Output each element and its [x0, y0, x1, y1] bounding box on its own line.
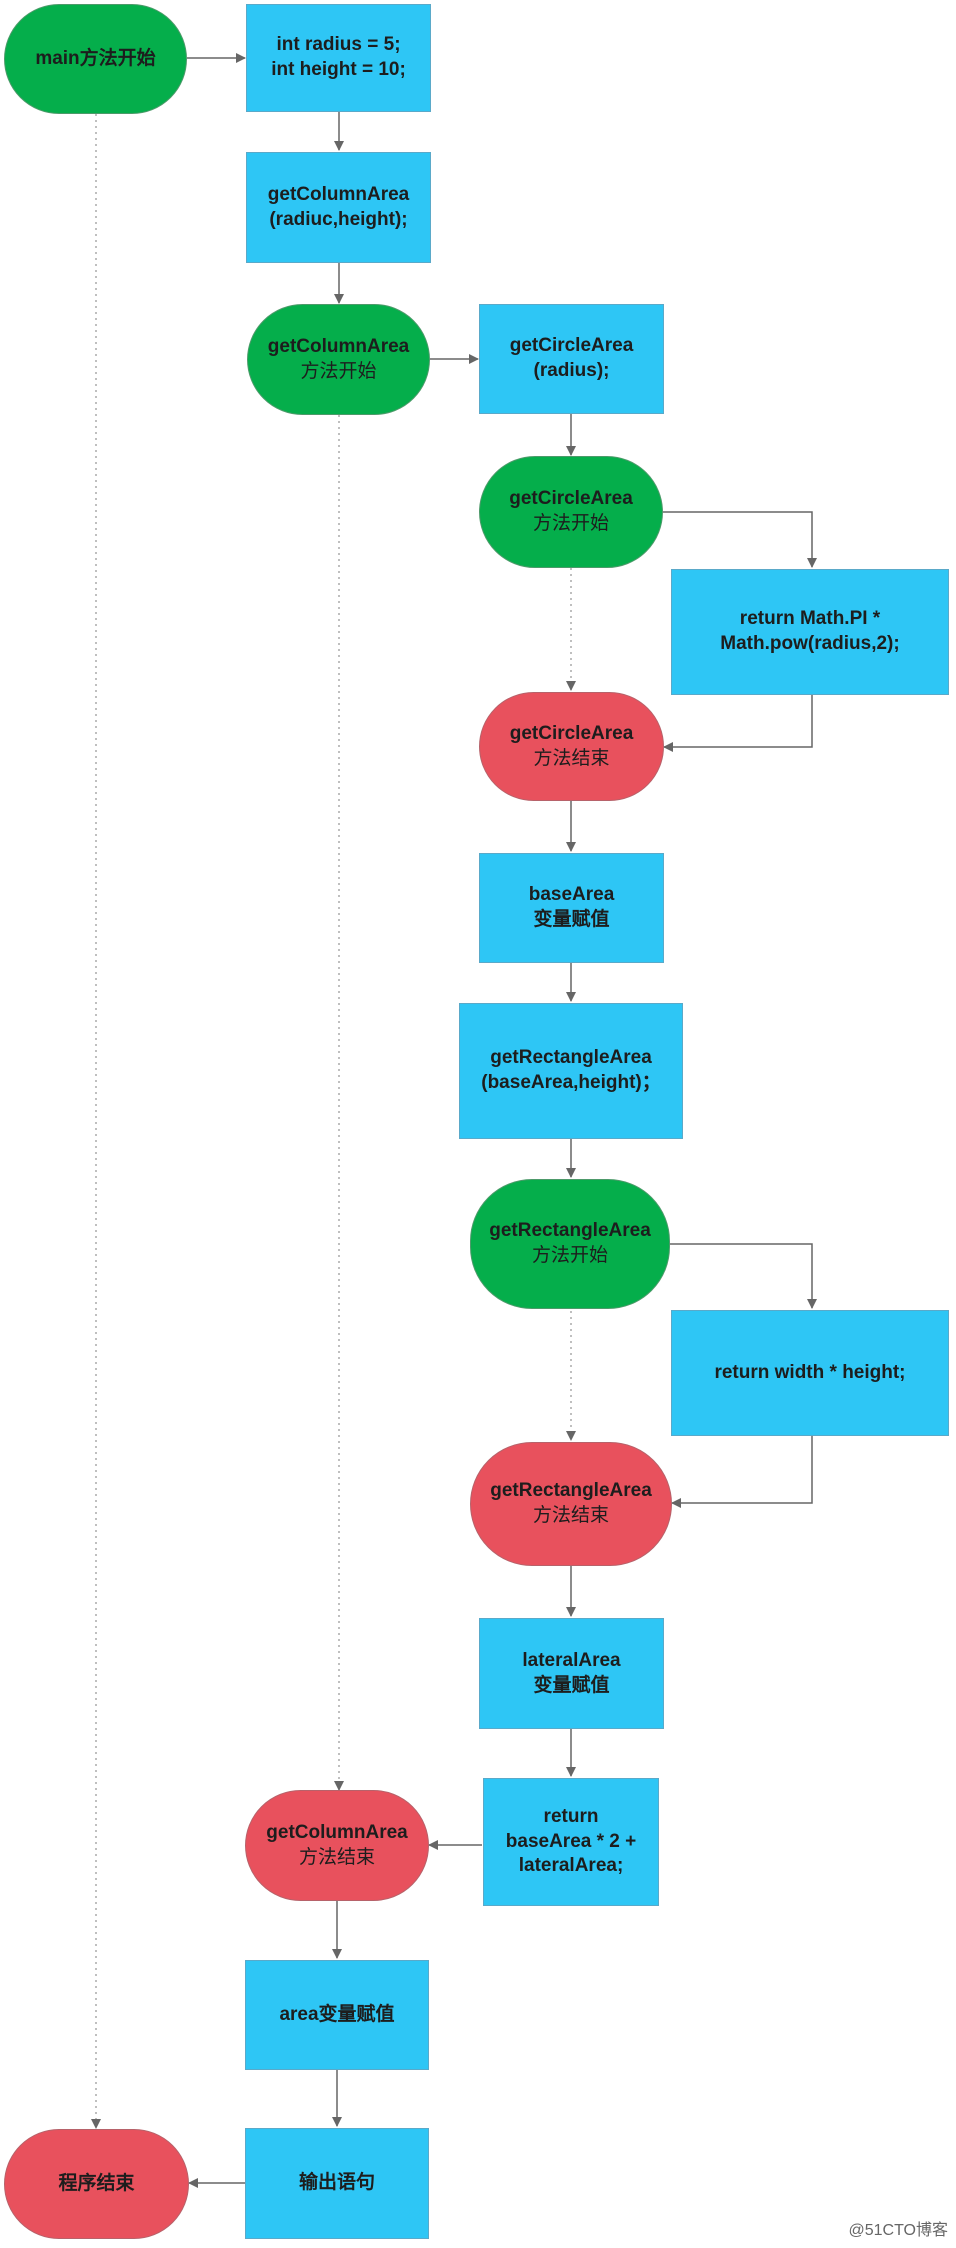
area-assign-node: area变量赋值 — [245, 1960, 429, 2070]
lateral-area-assign-node: lateralArea 变量赋值 — [479, 1618, 664, 1729]
rectangle-area-start-node: getRectangleArea 方法开始 — [470, 1179, 670, 1309]
watermark: @51CTO博客 — [848, 2222, 948, 2239]
column-area-end-node: getColumnArea 方法结束 — [245, 1790, 429, 1901]
output-statement-node: 输出语句 — [245, 2128, 429, 2239]
program-end-node: 程序结束 — [4, 2129, 189, 2239]
column-area-start-node: getColumnArea 方法开始 — [247, 304, 430, 415]
arrow-circle-start-to-return — [663, 511, 817, 568]
arrow-rect-return-to-end — [671, 1436, 813, 1508]
call-rectangle-area-node: getRectangleArea (baseArea,height)； — [459, 1003, 683, 1139]
init-vars-node: int radius = 5; int height = 10; — [246, 4, 431, 112]
circle-area-start-node: getCircleArea 方法开始 — [479, 456, 663, 568]
main-start-node: main方法开始 — [4, 4, 187, 114]
call-circle-area-node: getCircleArea (radius); — [479, 304, 664, 414]
arrow-circle-return-to-end — [663, 695, 813, 752]
circle-area-end-node: getCircleArea 方法结束 — [479, 692, 664, 801]
rectangle-return-node: return width * height; — [671, 1310, 949, 1436]
column-return-node: return baseArea * 2 + lateralArea; — [483, 1778, 659, 1906]
circle-return-node: return Math.PI * Math.pow(radius,2); — [671, 569, 949, 695]
call-column-area-node: getColumnArea (radiuc,height); — [246, 152, 431, 263]
rectangle-area-end-node: getRectangleArea 方法结束 — [470, 1442, 672, 1566]
base-area-assign-node: baseArea 变量赋值 — [479, 853, 664, 963]
arrow-rect-start-to-return — [670, 1243, 817, 1309]
